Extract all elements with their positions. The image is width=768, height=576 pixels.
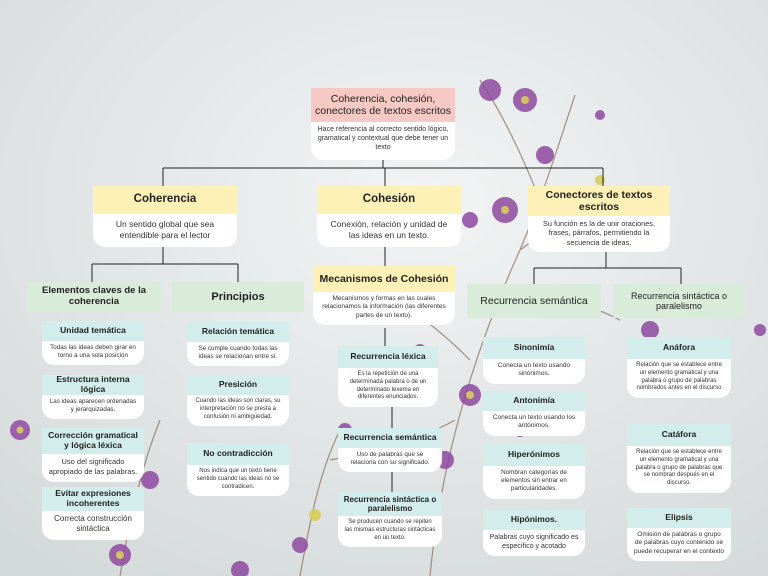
cohesion-title: Cohesión bbox=[317, 186, 461, 214]
item-title: Recurrencia sintáctica o paralelismo bbox=[338, 492, 442, 516]
item-description: Conecta un texto usando sinónimos. bbox=[483, 359, 585, 384]
item-catafora: Catáfora Relación que se establece entre… bbox=[627, 424, 731, 493]
item-title: Corrección gramatical y lógica léxica bbox=[42, 428, 144, 454]
recurrencia-sintactica-node: Recurrencia sintáctica o paralelismo bbox=[613, 284, 745, 318]
item-description: Palabras cuyo significado es específico … bbox=[483, 530, 585, 557]
item-description: Uso del significado apropiado de las pal… bbox=[42, 454, 144, 482]
item-title: Hipónimos. bbox=[483, 510, 585, 530]
elementos-claves-title: Elementos claves de la coherencia bbox=[27, 282, 161, 312]
recurrencia-semantica-node: Recurrencia semántica bbox=[467, 284, 601, 318]
item-correccion-gramatical: Corrección gramatical y lógica léxica Us… bbox=[42, 428, 144, 482]
item-description: Nos indica que un texto tiene sentido cu… bbox=[187, 465, 289, 497]
item-recurrencia-lexica: Recurrencia léxica Es la repetición de u… bbox=[338, 346, 438, 408]
item-hiponimos: Hipónimos. Palabras cuyo significado es … bbox=[483, 510, 585, 557]
item-relacion-tematica: Relación temática Se cumple cuando todas… bbox=[187, 322, 289, 367]
item-description: Es la repetición de una determinada pala… bbox=[338, 368, 438, 408]
recurrencia-sintactica-title: Recurrencia sintáctica o paralelismo bbox=[613, 284, 745, 318]
root-node: Coherencia, cohesión, conectores de text… bbox=[311, 88, 455, 161]
item-antonimia: Antonimía Conecta un texto usando los an… bbox=[483, 391, 585, 436]
item-description: Correcta construcción sintáctica bbox=[42, 511, 144, 540]
item-description: Nombran categorías de elementos sin entr… bbox=[483, 466, 585, 499]
mecanismos-title: Mecanismos de Cohesión bbox=[313, 266, 455, 292]
item-title: Catáfora bbox=[627, 424, 731, 446]
item-title: Evitar expresiones incoherentes bbox=[42, 487, 144, 511]
item-recurrencia-semantica: Recurrencia semántica Uso de palabras qu… bbox=[338, 428, 442, 473]
item-description: Conecta un texto usando los antónimos. bbox=[483, 411, 585, 436]
conectores-description: Su función es la de unir oraciones, fras… bbox=[528, 216, 670, 253]
item-unidad-tematica: Unidad temática Todas las ideas deben gi… bbox=[42, 321, 144, 366]
elementos-claves-node: Elementos claves de la coherencia bbox=[27, 282, 161, 312]
item-no-contradiccion: No contradicción Nos indica que un texto… bbox=[187, 443, 289, 497]
item-title: Hiperónimos bbox=[483, 444, 585, 466]
item-sinonimia: Sinonimía Conecta un texto usando sinóni… bbox=[483, 337, 585, 384]
item-title: Recurrencia semántica bbox=[338, 428, 442, 448]
item-title: Relación temática bbox=[187, 322, 289, 342]
item-title: Anáfora bbox=[627, 337, 731, 359]
item-title: Presición bbox=[187, 375, 289, 395]
conectores-node: Conectores de textos escritos Su función… bbox=[528, 186, 670, 253]
item-presicion: Presición Cuando las ideas son claras, s… bbox=[187, 375, 289, 427]
coherencia-node: Coherencia Un sentido global que sea ent… bbox=[93, 186, 237, 248]
item-estructura-interna: Estructura interna lógica Las ideas apar… bbox=[42, 374, 144, 420]
item-title: Unidad temática bbox=[42, 321, 144, 341]
item-title: Elipsis bbox=[627, 508, 731, 528]
item-title: Recurrencia léxica bbox=[338, 346, 438, 368]
item-title: No contradicción bbox=[187, 443, 289, 465]
recurrencia-semantica-title: Recurrencia semántica bbox=[467, 284, 601, 318]
root-title: Coherencia, cohesión, conectores de text… bbox=[311, 88, 455, 122]
item-title: Estructura interna lógica bbox=[42, 374, 144, 395]
coherencia-description: Un sentido global que sea entendible par… bbox=[93, 214, 237, 248]
item-description: Cuando las ideas son claras, su interpre… bbox=[187, 395, 289, 427]
item-elipsis: Elipsis Omisión de palabras o grupo de p… bbox=[627, 508, 731, 562]
item-description: Relación que se establece entre un eleme… bbox=[627, 446, 731, 493]
item-description: Las ideas aparecen ordenadas y jerarquiz… bbox=[42, 395, 144, 420]
item-description: Se producen cuando se repiten las mismas… bbox=[338, 516, 442, 548]
principios-title: Principios bbox=[172, 282, 304, 312]
item-title: Sinonimía bbox=[483, 337, 585, 359]
item-description: Uso de palabras que se relaciona con su … bbox=[338, 448, 442, 473]
mecanismos-node: Mecanismos de Cohesión Mecanismos y form… bbox=[313, 266, 455, 326]
item-description: Todas las ideas deben girar en torno a u… bbox=[42, 341, 144, 366]
item-anafora: Anáfora Relación que se establece entre … bbox=[627, 337, 731, 399]
mecanismos-description: Mecanismos y formas en las cuales relaci… bbox=[313, 292, 455, 326]
coherencia-title: Coherencia bbox=[93, 186, 237, 214]
principios-node: Principios bbox=[172, 282, 304, 312]
item-description: Se cumple cuando todas las ideas se rela… bbox=[187, 342, 289, 367]
cohesion-node: Cohesión Conexión, relación y unidad de … bbox=[317, 186, 461, 248]
item-recurrencia-sintactica: Recurrencia sintáctica o paralelismo Se … bbox=[338, 492, 442, 548]
item-description: Omisión de palabras o grupo de palabras … bbox=[627, 528, 731, 562]
item-evitar-expresiones: Evitar expresiones incoherentes Correcta… bbox=[42, 487, 144, 540]
item-title: Antonimía bbox=[483, 391, 585, 411]
root-description: Hace referencia al correcto sentido lógi… bbox=[311, 122, 455, 161]
item-description: Relación que se establece entre un eleme… bbox=[627, 359, 731, 399]
item-hiperonimos: Hiperónimos Nombran categorías de elemen… bbox=[483, 444, 585, 499]
cohesion-description: Conexión, relación y unidad de las ideas… bbox=[317, 214, 461, 248]
conectores-title: Conectores de textos escritos bbox=[528, 186, 670, 216]
